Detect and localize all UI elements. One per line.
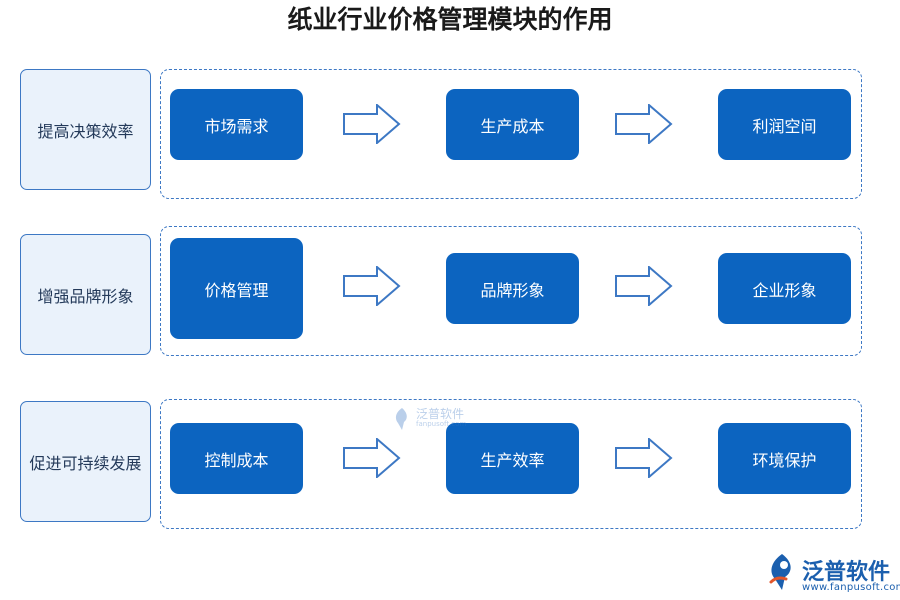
watermark-sub: fanpusoft.com [416, 420, 467, 428]
step-box-2-1: 价格管理 [170, 238, 303, 339]
brand-logo: 泛普软件 www.fanpusoft.com [760, 548, 900, 600]
brand-name: 泛普软件 [802, 560, 891, 585]
row-label-2: 增强品牌形象 [20, 234, 151, 355]
step-box-1-1: 市场需求 [170, 89, 303, 160]
step-box-2-3: 企业形象 [718, 253, 851, 324]
watermark-text: 泛普软件 [416, 407, 465, 421]
arrow-right-icon [615, 266, 673, 306]
arrow-right-icon [343, 266, 401, 306]
row-frame-3 [160, 399, 862, 529]
row-label-3: 促进可持续发展 [20, 401, 151, 522]
step-box-3-2: 生产效率 [446, 423, 579, 494]
brand-url: www.fanpusoft.com [802, 582, 900, 593]
arrow-right-icon [615, 104, 673, 144]
step-box-1-3: 利润空间 [718, 89, 851, 160]
row-frame-2 [160, 226, 862, 356]
diagram-title: 纸业行业价格管理模块的作用 [287, 5, 613, 34]
row-frame-1 [160, 69, 862, 199]
watermark-logo-icon [395, 408, 407, 430]
arrow-right-icon [615, 438, 673, 478]
step-box-3-3: 环境保护 [718, 423, 851, 494]
step-box-2-2: 品牌形象 [446, 253, 579, 324]
arrow-right-icon [343, 104, 401, 144]
step-box-3-1: 控制成本 [170, 423, 303, 494]
brand-logo-icon [769, 554, 791, 590]
step-box-1-2: 生产成本 [446, 89, 579, 160]
watermark: 泛普软件 fanpusoft.com [392, 405, 472, 435]
row-label-1: 提高决策效率 [20, 69, 151, 190]
arrow-right-icon [343, 438, 401, 478]
